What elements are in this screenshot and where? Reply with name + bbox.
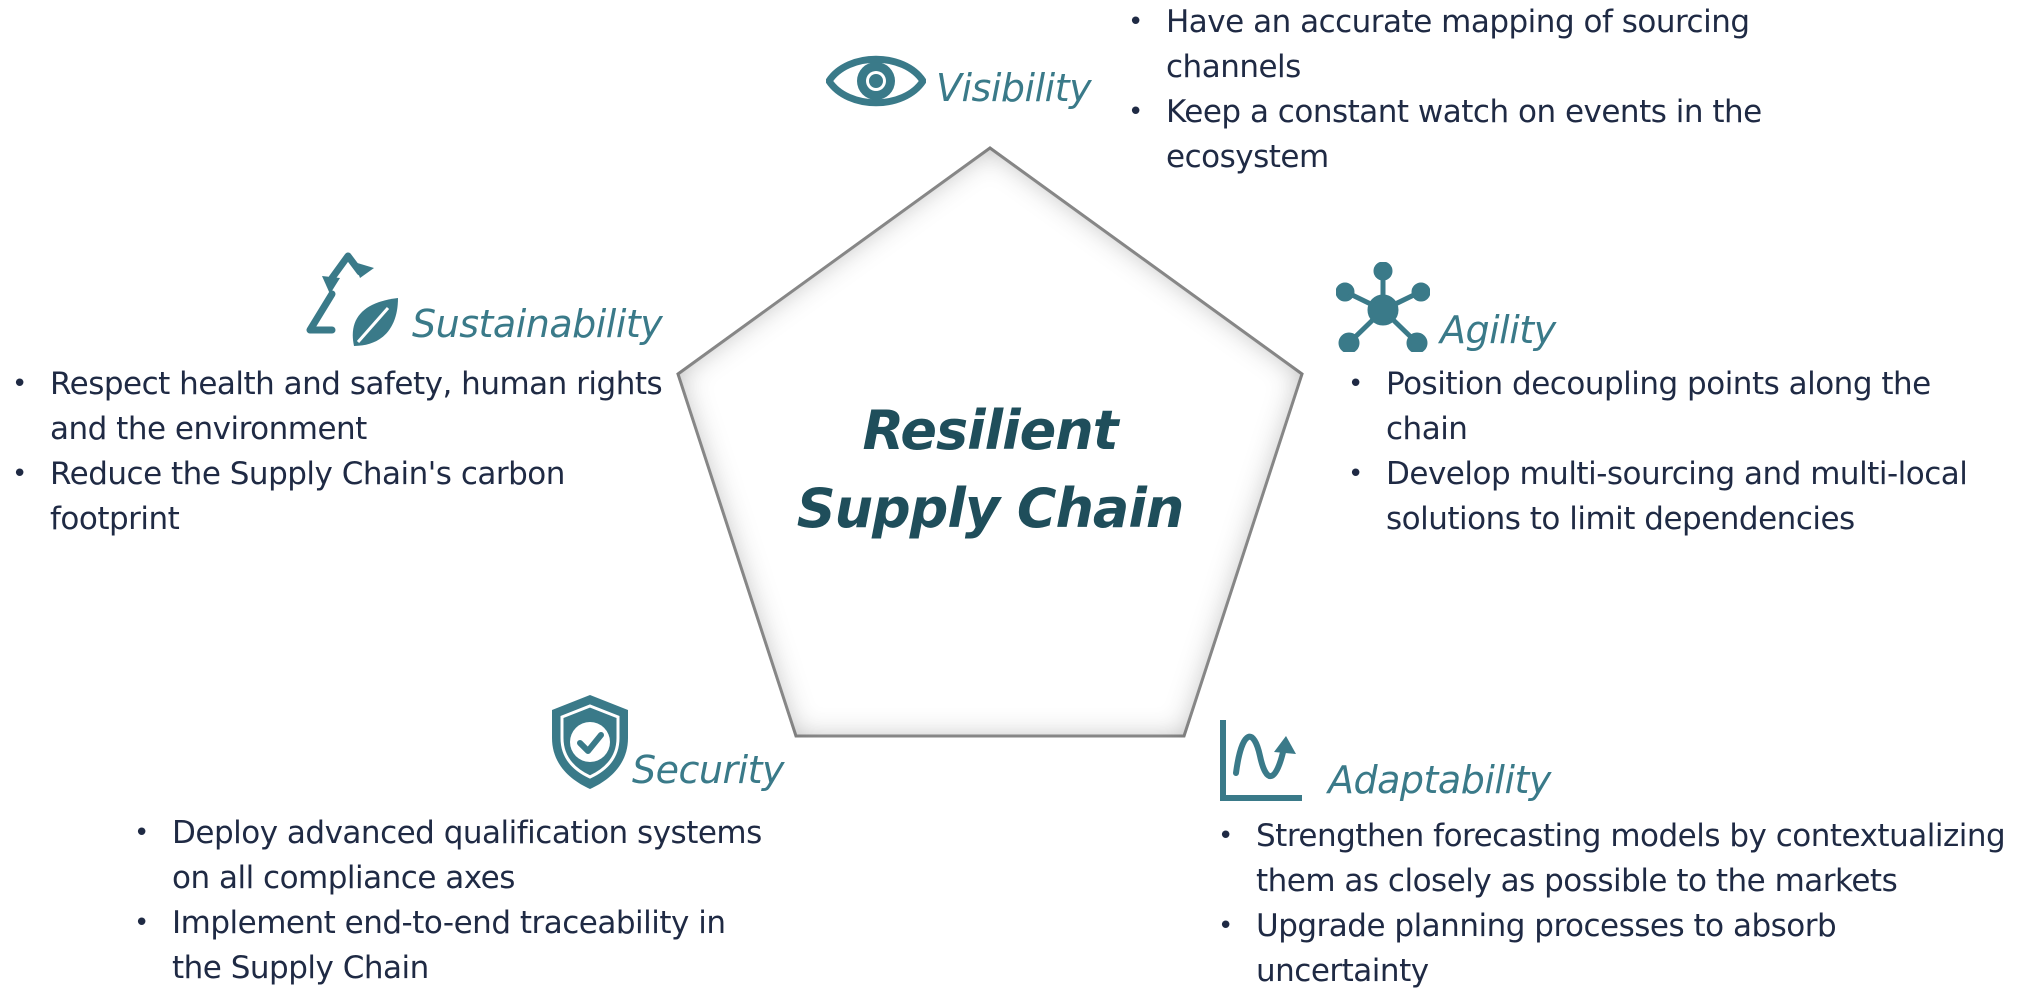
- list-item: Have an accurate mapping of sourcing cha…: [1128, 0, 1768, 90]
- pillar-agility-heading: Agility: [1336, 262, 1556, 352]
- pillar-security-heading: Security: [548, 692, 785, 792]
- pillar-adaptability-points: Strengthen forecasting models by context…: [1218, 814, 2018, 994]
- title-line-2: Supply Chain: [796, 477, 1185, 540]
- recycle-leaf-icon: [302, 248, 402, 348]
- pillar-visibility-heading: Visibility: [826, 48, 1092, 114]
- list-item: Strengthen forecasting models by context…: [1218, 814, 2018, 904]
- wave-chart-icon: [1218, 718, 1304, 804]
- pillar-agility-label: Agility: [1440, 308, 1556, 352]
- pillar-visibility-points: Have an accurate mapping of sourcing cha…: [1128, 0, 1768, 180]
- pillar-sustainability-heading: Sustainability: [302, 248, 663, 348]
- list-item: Keep a constant watch on events in the e…: [1128, 90, 1768, 180]
- shield-check-icon: [548, 692, 632, 792]
- pillar-security-points: Deploy advanced qualification systems on…: [134, 811, 774, 991]
- list-item: Position decoupling points along the cha…: [1348, 362, 1988, 452]
- list-item: Implement end-to-end traceability in the…: [134, 901, 774, 991]
- list-item: Respect health and safety, human rights …: [12, 362, 672, 452]
- pillar-agility-points: Position decoupling points along the cha…: [1348, 362, 1988, 542]
- eye-icon: [826, 48, 926, 114]
- pillar-visibility-label: Visibility: [936, 66, 1092, 110]
- pillar-security-label: Security: [632, 748, 785, 792]
- network-hub-icon: [1336, 262, 1430, 352]
- title-line-1: Resilient: [862, 399, 1118, 462]
- list-item: Deploy advanced qualification systems on…: [134, 811, 774, 901]
- diagram-title: Resilient Supply Chain: [780, 392, 1200, 548]
- pillar-adaptability-label: Adaptability: [1328, 758, 1551, 802]
- list-item: Develop multi-sourcing and multi-local s…: [1348, 452, 1988, 542]
- list-item: Reduce the Supply Chain's carbon footpri…: [12, 452, 672, 542]
- pillar-sustainability-points: Respect health and safety, human rights …: [12, 362, 672, 542]
- list-item: Upgrade planning processes to absorb unc…: [1218, 904, 2018, 994]
- pillar-adaptability-heading: Adaptability: [1218, 718, 1551, 804]
- pillar-sustainability-label: Sustainability: [412, 302, 663, 346]
